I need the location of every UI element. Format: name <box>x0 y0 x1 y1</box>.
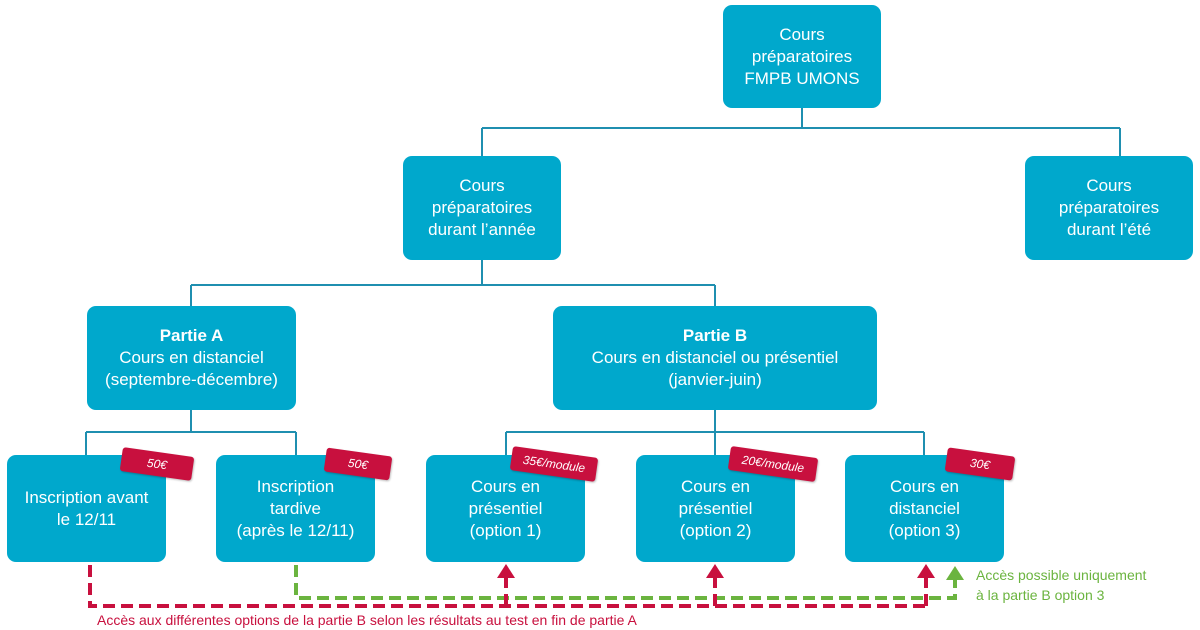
node-partie-b-line: Cours en distanciel ou présentiel <box>591 348 839 367</box>
node-line: Inscription avant <box>24 487 149 507</box>
connector-root <box>481 108 1121 156</box>
node-line: Cours en <box>890 476 959 496</box>
node-partie-a-line: Cours en distanciel <box>119 348 264 367</box>
node-line: (après le 12/11) <box>236 520 355 540</box>
node-annee-line: durant l’année <box>428 220 536 239</box>
node-annee-line: Cours <box>459 176 505 195</box>
node-line: Cours en <box>471 476 540 496</box>
node-root: Cours préparatoires FMPB UMONS <box>723 5 881 108</box>
node-partie-b-line: (janvier-juin) <box>668 370 762 389</box>
node-line: Inscription <box>256 476 335 496</box>
node-partie-b: Partie B Cours en distanciel ou présenti… <box>553 306 877 410</box>
connector-annee <box>190 260 716 307</box>
node-line: (option 2) <box>679 520 752 540</box>
node-line: le 12/11 <box>56 509 117 529</box>
node-line: présentiel <box>468 498 543 518</box>
node-ete-line: préparatoires <box>1058 198 1160 217</box>
red-arrowhead-option3 <box>917 564 935 578</box>
red-path-note: Accès aux différentes options de la part… <box>97 612 637 628</box>
node-root-line: FMPB UMONS <box>744 68 860 88</box>
red-arrowhead-option2 <box>706 564 724 578</box>
node-partie-a-line: (septembre-décembre) <box>105 370 278 389</box>
node-line: (option 1) <box>469 520 542 540</box>
node-ete-line: Cours <box>1086 176 1132 195</box>
connector-partie-b <box>505 410 925 455</box>
node-line: (option 3) <box>888 520 961 540</box>
red-access-path <box>88 565 926 608</box>
green-path-note-line1: Accès possible uniquement <box>976 567 1147 583</box>
node-line: présentiel <box>678 498 753 518</box>
node-ete-line: durant l’été <box>1066 220 1152 239</box>
node-root-line: préparatoires <box>751 46 853 66</box>
node-line: distanciel <box>889 498 960 518</box>
node-partie-a-title: Partie A <box>159 326 224 345</box>
node-annee-line: préparatoires <box>431 198 533 217</box>
connector-partie-a <box>85 410 297 455</box>
node-line: tardive <box>269 498 322 518</box>
node-line: Cours en <box>681 476 750 496</box>
node-ete: Cours préparatoires durant l’été <box>1025 156 1193 260</box>
red-arrowhead-option1 <box>497 564 515 578</box>
node-partie-a: Partie A Cours en distanciel (septembre-… <box>87 306 296 410</box>
green-path-note-line2: à la partie B option 3 <box>976 587 1105 603</box>
node-annee: Cours préparatoires durant l’année <box>403 156 561 260</box>
green-arrowhead <box>946 566 964 580</box>
green-access-path <box>294 565 957 600</box>
node-root-line: Cours <box>779 24 825 44</box>
node-partie-b-title: Partie B <box>682 326 748 345</box>
